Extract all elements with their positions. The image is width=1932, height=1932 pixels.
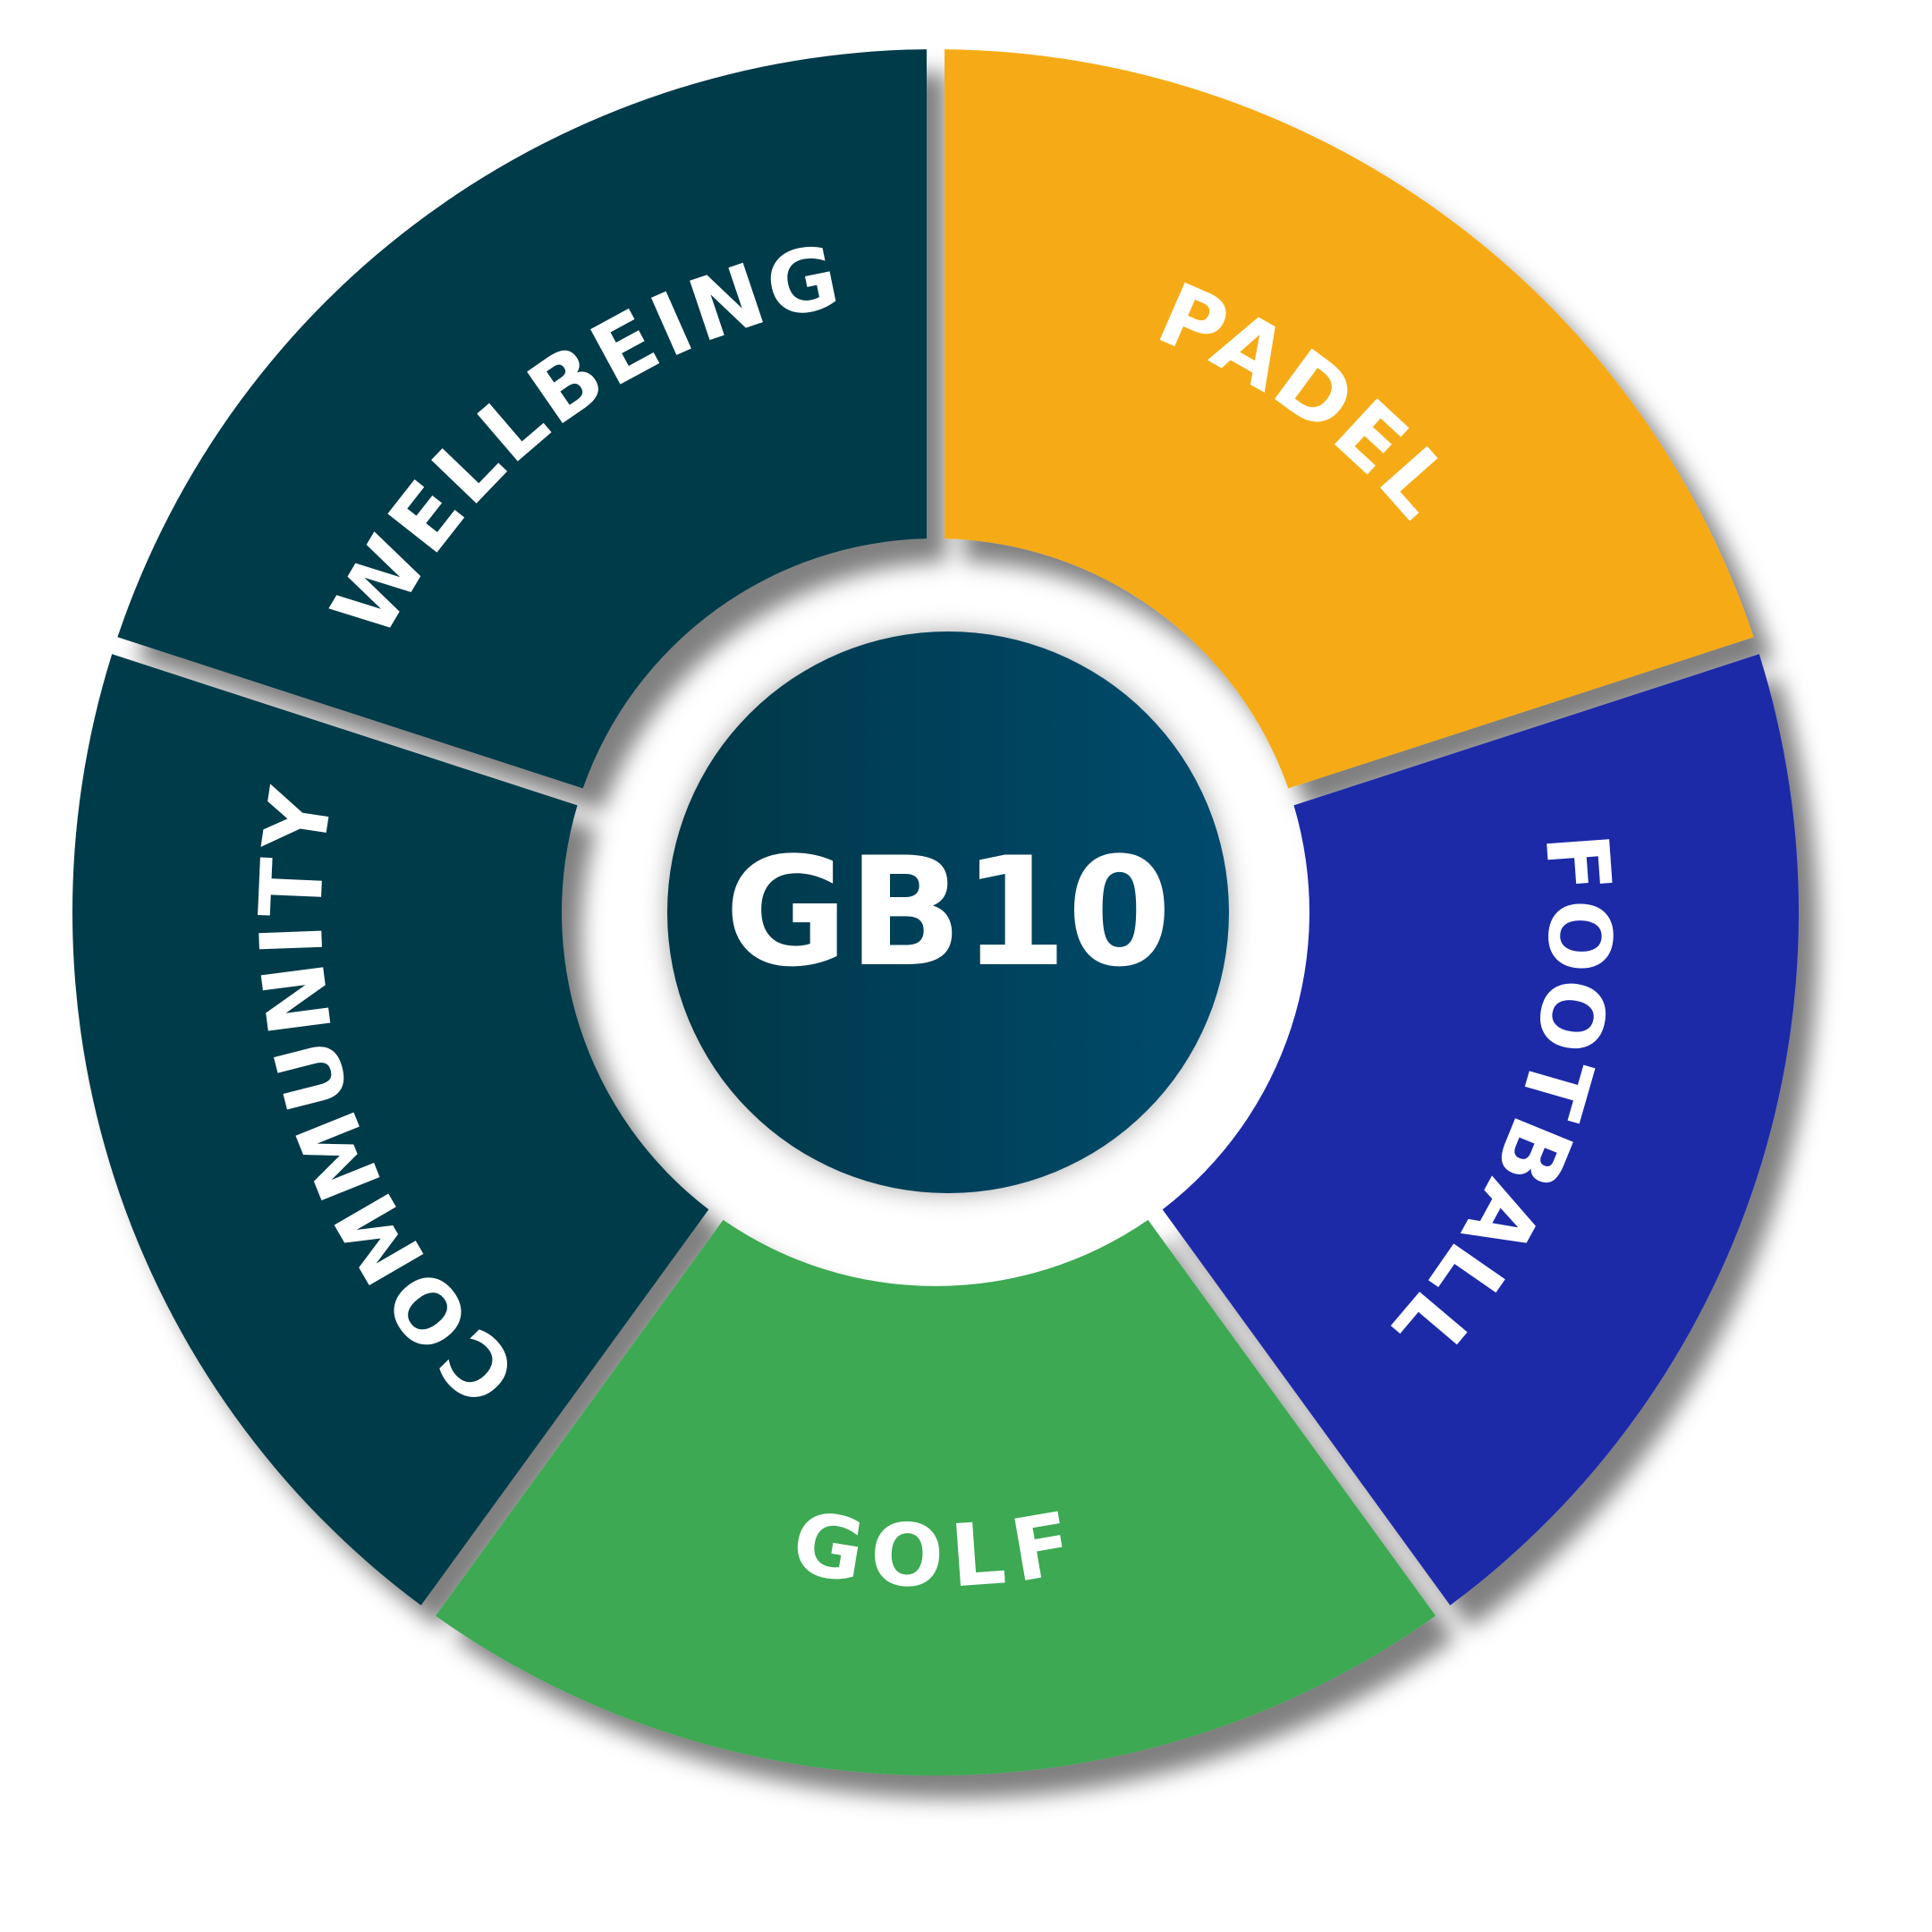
wellbeing-segment xyxy=(117,49,927,789)
football-segment xyxy=(1162,654,1800,1606)
community-segment xyxy=(72,654,709,1606)
golf-segment xyxy=(435,1219,1436,1775)
center-label: GB10 xyxy=(724,825,1172,1000)
center-hub: GB10 xyxy=(667,631,1229,1193)
center-circle xyxy=(667,631,1229,1193)
golf-label: GOLF xyxy=(785,1492,1086,1607)
padel-segment xyxy=(945,49,1754,789)
